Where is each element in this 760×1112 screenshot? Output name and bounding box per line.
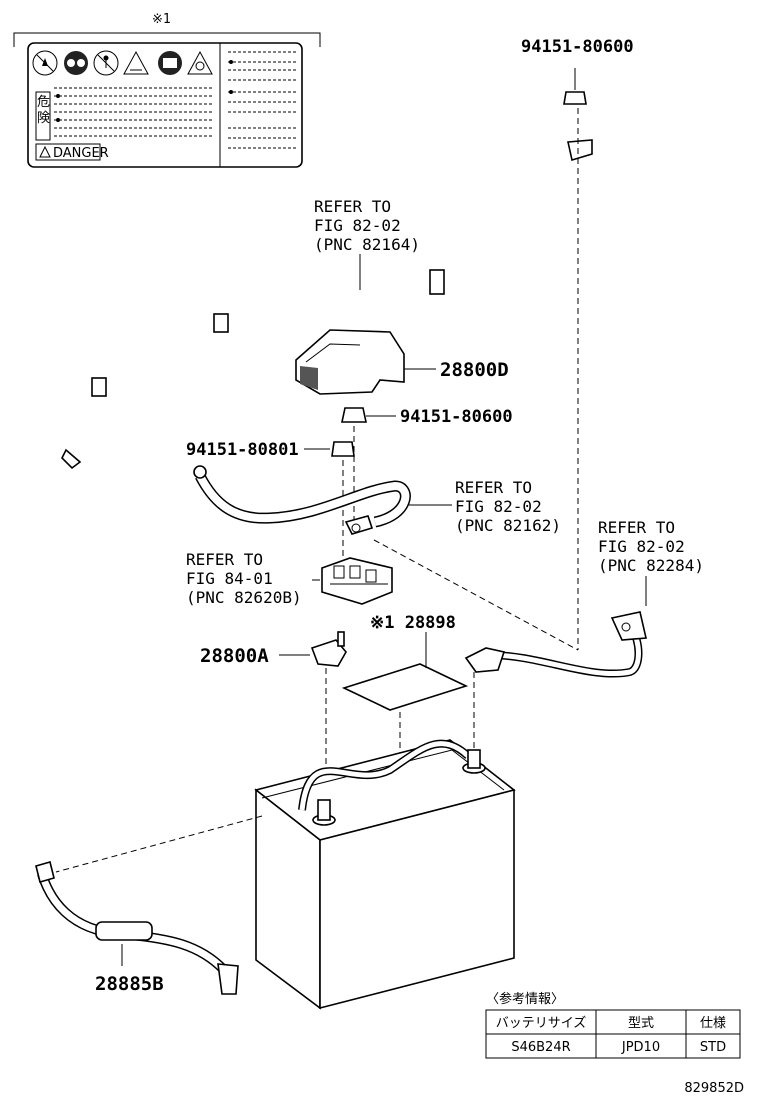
spec-table: 〈参考情報〉 バッテリサイズ 型式 仕様 S46B24R JPD10 STD xyxy=(485,991,741,1059)
terminal-cover xyxy=(295,329,405,395)
nut-top xyxy=(563,68,587,105)
refer-block-1: REFER TO FIG 82-02 (PNC 82164) xyxy=(314,197,420,254)
label-sheet-callout: ※1 28898 xyxy=(370,613,456,633)
refer-2-line1: REFER TO xyxy=(455,478,532,497)
cover-callout: 28800D xyxy=(440,359,509,381)
label-kanji-2: 険 xyxy=(37,111,50,126)
refer-block-2: REFER TO FIG 82-02 (PNC 82162) xyxy=(455,478,561,535)
spec-cell-spec: STD xyxy=(700,1040,726,1055)
refer-1-line2: FIG 82-02 xyxy=(314,216,401,235)
fuse-block xyxy=(321,557,393,605)
acid-warning-icon xyxy=(123,50,149,75)
label-kanji-1: 危 xyxy=(37,95,50,110)
refer-2-line3: (PNC 82162) xyxy=(455,516,561,535)
bolt-callout: 94151-80801 xyxy=(186,440,299,460)
refer-block-4: REFER TO FIG 82-02 (PNC 82284) xyxy=(598,518,704,575)
spec-table-caption: 〈参考情報〉 xyxy=(486,991,564,1007)
refer-1-line3: (PNC 82164) xyxy=(314,235,420,254)
hose-callout: 28885B xyxy=(95,973,164,995)
spec-cell-size: S46B24R xyxy=(511,1040,570,1055)
ground-cable xyxy=(464,611,647,678)
label-text-lines xyxy=(54,51,296,149)
clamp-callout: 28800A xyxy=(200,645,269,667)
nut-mid-callout: 94151-80600 xyxy=(400,407,513,427)
danger-text: DANGER xyxy=(53,146,109,161)
middle-cable xyxy=(193,465,411,535)
bolt xyxy=(331,441,355,457)
terminal-clamp xyxy=(310,631,347,667)
no-fire-icon xyxy=(32,50,58,76)
refer-4-line2: FIG 82-02 xyxy=(598,537,685,556)
spec-header-spec: 仕様 xyxy=(700,1016,726,1031)
warning-label-sheet xyxy=(341,663,469,711)
warning-label-inset: ※1 xyxy=(13,12,321,168)
refer-3-line1: REFER TO xyxy=(186,550,263,569)
battery xyxy=(254,739,516,1010)
read-manual-icon xyxy=(158,51,182,75)
refer-3-line3: (PNC 82620B) xyxy=(186,588,302,607)
spec-cell-model: JPD10 xyxy=(621,1040,660,1055)
drawing-id: 829852D xyxy=(684,1081,744,1096)
vent-hose xyxy=(35,861,239,995)
refer-4-line3: (PNC 82284) xyxy=(598,556,704,575)
refer-block-3: REFER TO FIG 84-01 (PNC 82620B) xyxy=(186,550,302,607)
label-marker: ※1 xyxy=(152,12,171,27)
no-children-icon xyxy=(93,50,119,76)
nut-top-callout: 94151-80600 xyxy=(521,37,634,57)
refer-2-line2: FIG 82-02 xyxy=(455,497,542,516)
refer-1-line1: REFER TO xyxy=(314,197,391,216)
nut-mid xyxy=(341,407,367,423)
refer-4-line1: REFER TO xyxy=(598,518,675,537)
eye-protection-icon xyxy=(64,51,88,75)
spec-header-size: バッテリサイズ xyxy=(496,1015,587,1031)
spec-header-model: 型式 xyxy=(628,1016,654,1031)
refer-3-line2: FIG 84-01 xyxy=(186,569,273,588)
explosion-warning-icon xyxy=(187,50,213,75)
positive-cable xyxy=(52,139,593,470)
